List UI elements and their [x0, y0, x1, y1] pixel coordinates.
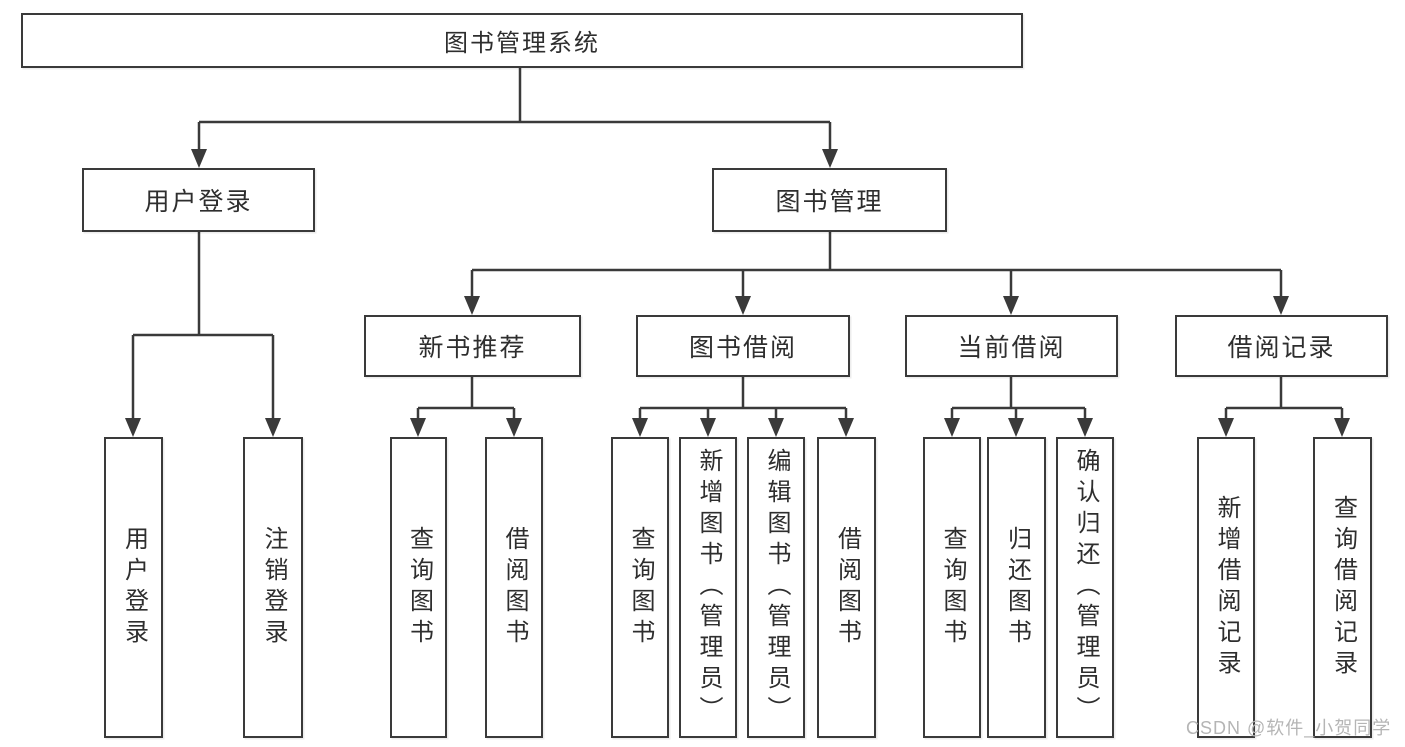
node-borrow-records-label: 借阅记录 — [1227, 334, 1336, 362]
leaf-recommend-query-books: 查询图书 — [390, 437, 447, 738]
node-book-borrow: 图书借阅 — [636, 315, 850, 377]
leaf-return-books-label: 归还图书 — [1003, 525, 1031, 650]
leaf-recommend-borrow-books: 借阅图书 — [485, 437, 543, 738]
root-node-label: 图书管理系统 — [444, 30, 600, 57]
root-node-library-system: 图书管理系统 — [21, 13, 1023, 68]
leaf-edit-books-admin-label: 编辑图书（管理员） — [763, 448, 790, 727]
leaf-add-books-admin-label: 新增图书（管理员） — [695, 448, 722, 727]
leaf-return-books: 归还图书 — [987, 437, 1046, 738]
leaf-current-query-books: 查询图书 — [923, 437, 981, 738]
leaf-add-borrow-record: 新增借阅记录 — [1197, 437, 1255, 738]
leaf-recommend-query-books-label: 查询图书 — [405, 525, 433, 650]
leaf-confirm-return-admin-label: 确认归还（管理员） — [1072, 448, 1099, 727]
leaf-query-borrow-record-label: 查询借阅记录 — [1329, 494, 1357, 681]
arrowheads — [125, 149, 1350, 437]
node-new-book-recommend-label: 新书推荐 — [418, 334, 527, 362]
leaf-query-borrow-record: 查询借阅记录 — [1313, 437, 1372, 738]
leaf-borrow-query-books: 查询图书 — [611, 437, 669, 738]
branch-user-login: 用户登录 — [82, 168, 315, 232]
leaf-user-login: 用户登录 — [104, 437, 163, 738]
branch-book-management-label: 图书管理 — [775, 188, 884, 216]
branch-user-login-label: 用户登录 — [144, 188, 253, 216]
leaf-recommend-borrow-books-label: 借阅图书 — [501, 525, 528, 650]
node-new-book-recommend: 新书推荐 — [364, 315, 581, 377]
leaf-logout-label: 注销登录 — [260, 525, 287, 650]
leaf-add-borrow-record-label: 新增借阅记录 — [1213, 494, 1240, 681]
leaf-edit-books-admin: 编辑图书（管理员） — [747, 437, 805, 738]
leaf-current-query-books-label: 查询图书 — [939, 525, 966, 650]
node-book-borrow-label: 图书借阅 — [688, 334, 797, 362]
leaf-user-login-label: 用户登录 — [120, 525, 148, 650]
leaf-add-books-admin: 新增图书（管理员） — [679, 437, 737, 738]
leaf-borrow-books-label: 借阅图书 — [833, 525, 861, 650]
csdn-watermark: CSDN @软件_小贺同学 — [1186, 718, 1392, 738]
leaf-borrow-query-books-label: 查询图书 — [627, 525, 654, 650]
node-borrow-records: 借阅记录 — [1175, 315, 1388, 377]
node-current-borrow: 当前借阅 — [905, 315, 1118, 377]
branch-book-management: 图书管理 — [712, 168, 947, 232]
leaf-borrow-books: 借阅图书 — [817, 437, 876, 738]
connector-edges — [131, 68, 1344, 420]
node-current-borrow-label: 当前借阅 — [957, 334, 1066, 362]
leaf-confirm-return-admin: 确认归还（管理员） — [1056, 437, 1114, 738]
leaf-logout: 注销登录 — [243, 437, 303, 738]
